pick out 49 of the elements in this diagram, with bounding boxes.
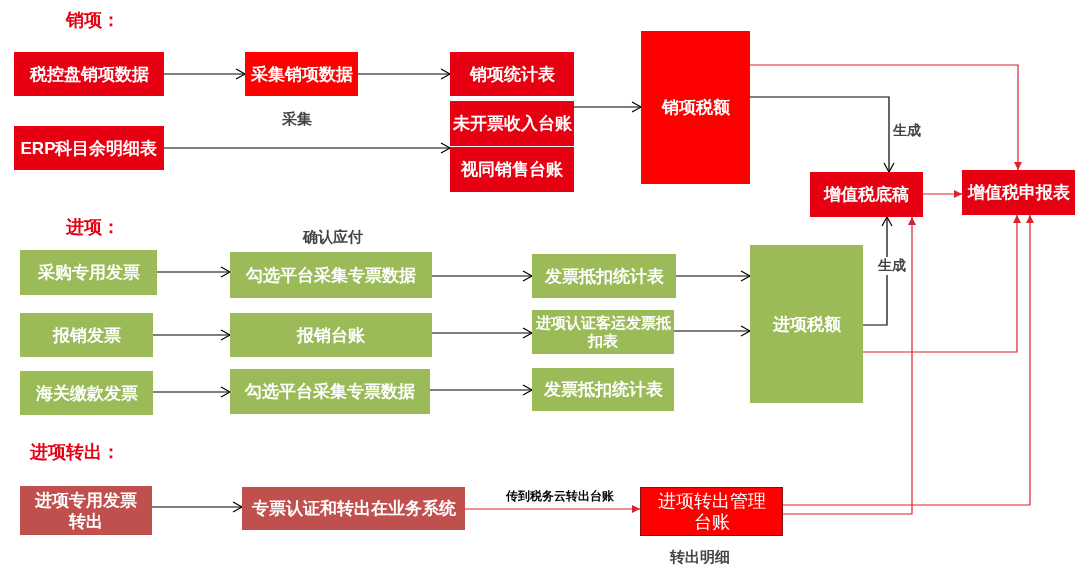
process-box: 视同销售台账 [450, 147, 574, 192]
process-box: 发票抵扣统计表 [532, 368, 674, 411]
arrow [464, 505, 641, 513]
arrow [429, 384, 533, 396]
arrow [431, 270, 533, 282]
arrow [782, 214, 1034, 506]
arrow [163, 68, 246, 80]
process-box: 勾选平台采集专票数据 [230, 252, 432, 298]
process-box: 进项专用发票转出 [20, 486, 152, 535]
process-box: 销项统计表 [450, 52, 574, 96]
process-box: 进项转出管理台账 [640, 487, 783, 536]
arrow [151, 501, 243, 513]
process-box: 税控盘销项数据 [14, 52, 164, 96]
section-heading: 进项转出： [30, 441, 120, 464]
arrow [152, 386, 231, 398]
arrow [782, 216, 916, 515]
process-box: 进项认证客运发票抵扣表 [532, 310, 674, 354]
arrow [156, 266, 231, 278]
arrow [152, 329, 231, 341]
arrow [749, 64, 1022, 171]
process-box: 增值税底稿 [810, 172, 923, 217]
process-box: 报销台账 [230, 313, 432, 357]
process-box: 采购专用发票 [20, 250, 157, 295]
process-box: 专票认证和转出在业务系统 [242, 487, 465, 530]
process-box: 进项税额 [750, 245, 863, 403]
section-heading: 进项： [66, 216, 120, 239]
process-box: 采集销项数据 [245, 52, 358, 96]
process-box: 勾选平台采集专票数据 [230, 369, 430, 414]
process-box: ERP科目余明细表 [14, 126, 164, 170]
process-box: 海关缴款发票 [20, 371, 153, 415]
arrow [749, 96, 895, 173]
arrow [431, 327, 533, 339]
process-box: 销项税额 [641, 31, 750, 184]
process-box: 未开票收入台账 [450, 101, 574, 146]
process-box: 发票抵扣统计表 [532, 254, 676, 298]
section-heading: 销项： [66, 9, 120, 32]
note-text: 采集 [282, 110, 312, 129]
arrow [573, 101, 642, 113]
process-box: 增值税申报表 [962, 170, 1075, 215]
arrow [862, 214, 1021, 353]
edge-label: 生成 [892, 122, 922, 140]
edge-label: 传到税务云转出台账 [505, 488, 615, 505]
edge-label: 生成 [877, 257, 907, 275]
arrow [922, 190, 963, 198]
arrow [357, 68, 451, 80]
process-box: 报销发票 [20, 313, 153, 357]
arrow [163, 142, 451, 154]
arrow [673, 325, 751, 337]
arrow [675, 270, 751, 282]
